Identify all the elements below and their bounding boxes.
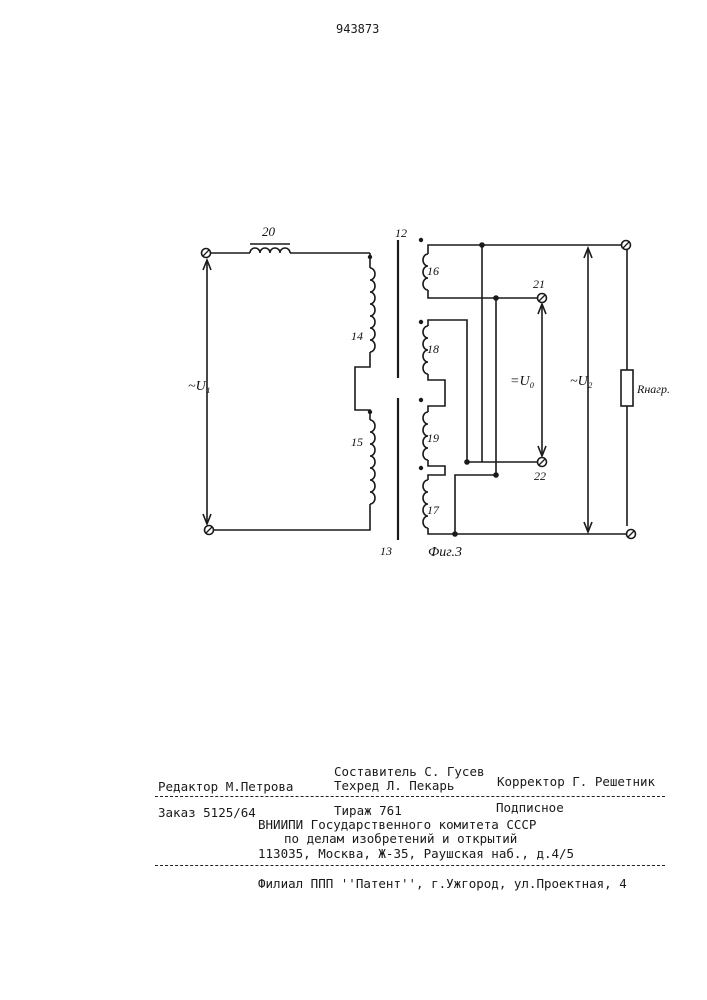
- divider: [155, 796, 665, 797]
- label-input-voltage: ~U₁: [188, 379, 211, 394]
- label-winding-17: 17: [427, 503, 440, 517]
- corrector: Корректор Г. Решетник: [497, 774, 655, 789]
- label-inductor: 20: [262, 224, 276, 239]
- label-winding-15: 15: [351, 435, 363, 449]
- label-core-bottom: 13: [380, 544, 392, 558]
- label-load-resistor: Rнагр.: [636, 382, 670, 396]
- label-output-voltage: ~U₂: [570, 374, 593, 389]
- compiler: Составитель С. Гусев: [334, 764, 485, 779]
- inductor-20: [250, 248, 290, 253]
- label-core-top: 12: [395, 226, 407, 240]
- techred: Техред Л. Пекарь: [334, 778, 454, 793]
- order: Заказ 5125/64: [158, 805, 256, 820]
- label-dc-voltage: =U₀: [510, 374, 535, 389]
- figure-caption: Фиг.3: [428, 545, 462, 560]
- divider: [155, 865, 665, 866]
- label-winding-18: 18: [427, 342, 439, 356]
- winding-14: [370, 268, 375, 352]
- label-terminal-21: 21: [533, 277, 545, 291]
- subscription: Подписное: [496, 800, 564, 815]
- label-winding-14: 14: [351, 329, 363, 343]
- winding-15: [370, 420, 375, 504]
- label-winding-19: 19: [427, 431, 439, 445]
- org-line-1: ВНИИПИ Государственного комитета СССР: [258, 817, 536, 832]
- address: 113035, Москва, Ж-35, Раушская наб., д.4…: [258, 846, 574, 861]
- editor: Редактор М.Петрова: [158, 779, 293, 794]
- load-resistor: [621, 370, 633, 406]
- circulation: Тираж 761: [334, 803, 402, 818]
- label-terminal-22: 22: [534, 469, 546, 483]
- org-line-2: по делам изобретений и открытий: [284, 831, 517, 846]
- label-winding-16: 16: [427, 264, 439, 278]
- branch: Филиал ППП ''Патент'', г.Ужгород, ул.Про…: [258, 876, 627, 891]
- circuit-diagram: 20 12 13 14 15 16 18 19 17 21 22 ~U₁ =U₀…: [0, 0, 707, 600]
